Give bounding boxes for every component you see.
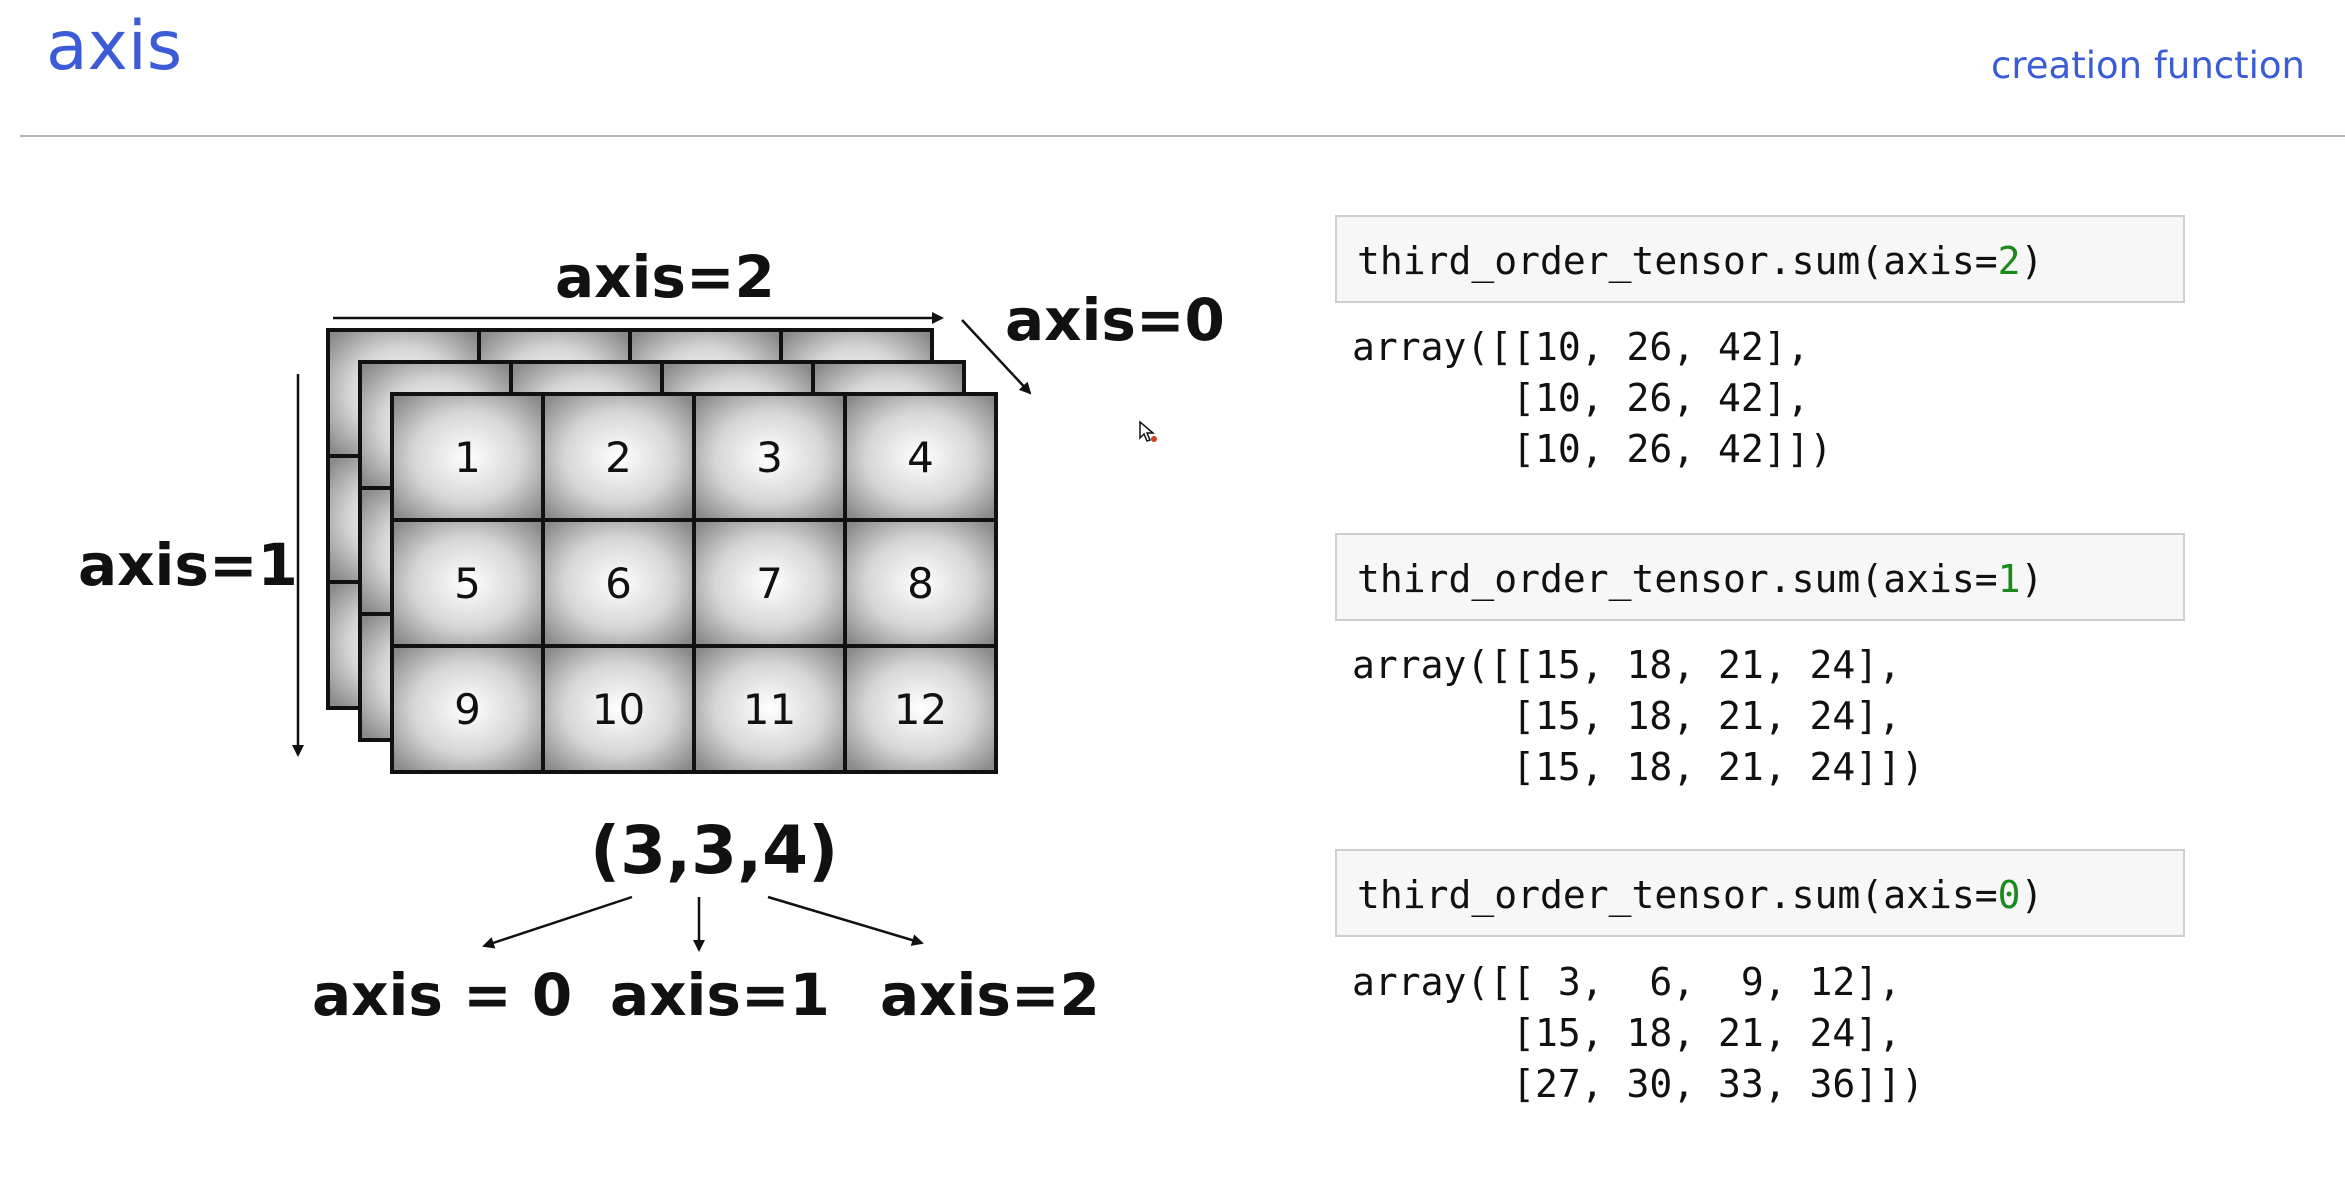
output-line: [15, 18, 21, 24]]) <box>1352 745 1924 789</box>
code-text-end: ) <box>2020 557 2044 601</box>
output-line: [27, 30, 33, 36]]) <box>1352 1062 1924 1106</box>
shape-axis-0-label: axis = 0 <box>312 961 572 1029</box>
tensor-cell-value: 10 <box>592 685 645 734</box>
tensor-cell <box>541 644 696 774</box>
code-text-end: ) <box>2020 873 2044 917</box>
slide-subtitle: creation function <box>1991 44 2305 87</box>
axis-0-arrow <box>961 319 1032 395</box>
tensor-cell <box>692 644 847 774</box>
tensor-cell <box>843 518 998 648</box>
tensor-cell <box>390 644 545 774</box>
code-cell-sum-axis-2[interactable]: third_order_tensor.sum(axis=2) <box>1335 215 2185 303</box>
tensor-cell-value: 12 <box>894 685 947 734</box>
shape-axis-1-label: axis=1 <box>610 961 830 1029</box>
code-text: third_order_tensor.sum(axis= <box>1357 873 1998 917</box>
code-text: third_order_tensor.sum(axis= <box>1357 557 1998 601</box>
tensor-cell-value: 2 <box>605 433 632 482</box>
shape-arrow-right <box>767 895 924 946</box>
output-line: array([[15, 18, 21, 24], <box>1352 643 1902 687</box>
output-line: [10, 26, 42], <box>1352 376 1810 420</box>
tensor-cell-value: 3 <box>756 433 783 482</box>
tensor-cell-value: 1 <box>454 433 481 482</box>
axis-0-label: axis=0 <box>1005 286 1225 354</box>
tensor-cell <box>843 644 998 774</box>
code-arg: 0 <box>1997 873 2021 917</box>
tensor-cell <box>541 392 696 522</box>
axis-2-label: axis=2 <box>555 243 775 311</box>
output-line: [15, 18, 21, 24], <box>1352 1011 1902 1055</box>
output-line: [15, 18, 21, 24], <box>1352 694 1902 738</box>
axis-1-label: axis=1 <box>78 531 298 599</box>
output-line: array([[10, 26, 42], <box>1352 325 1810 369</box>
shape-axis-2-label: axis=2 <box>880 961 1100 1029</box>
output-line: [10, 26, 42]]) <box>1352 427 1833 471</box>
code-cell-sum-axis-1[interactable]: third_order_tensor.sum(axis=1) <box>1335 533 2185 621</box>
tensor-cell-value: 5 <box>454 559 481 608</box>
output-sum-axis-0: array([[ 3, 6, 9, 12], [15, 18, 21, 24],… <box>1352 957 1924 1110</box>
code-arg: 1 <box>1997 557 2021 601</box>
tensor-cell-value: 11 <box>743 685 796 734</box>
tensor-cell-value: 8 <box>907 559 934 608</box>
code-text-end: ) <box>2020 239 2044 283</box>
code-cell-sum-axis-0[interactable]: third_order_tensor.sum(axis=0) <box>1335 849 2185 937</box>
code-text: third_order_tensor.sum(axis= <box>1357 239 1998 283</box>
slide-title: axis <box>46 7 183 86</box>
shape-label: (3,3,4) <box>590 812 838 889</box>
tensor-cell <box>843 392 998 522</box>
tensor-cell-value: 9 <box>454 685 481 734</box>
mouse-cursor-icon <box>1139 420 1157 442</box>
code-arg: 2 <box>1997 239 2021 283</box>
output-line: array([[ 3, 6, 9, 12], <box>1352 960 1902 1004</box>
tensor-cell-value: 6 <box>605 559 632 608</box>
output-sum-axis-1: array([[15, 18, 21, 24], [15, 18, 21, 24… <box>1352 640 1924 793</box>
output-sum-axis-2: array([[10, 26, 42], [10, 26, 42], [10, … <box>1352 322 1832 475</box>
tensor-cell-value: 4 <box>907 433 934 482</box>
tensor-cell <box>390 392 545 522</box>
title-divider <box>20 135 2345 137</box>
tensor-cell-value: 7 <box>756 559 783 608</box>
shape-arrow-left <box>482 895 633 949</box>
